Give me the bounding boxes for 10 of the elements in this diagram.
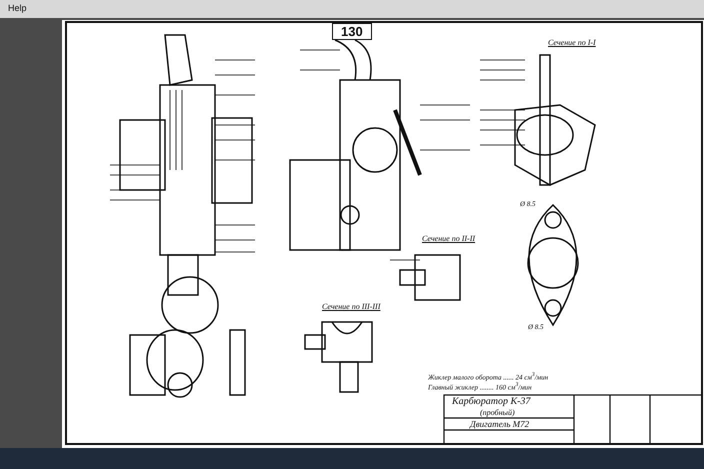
section-title: Сечение по I-I <box>548 38 596 47</box>
menu-item: Help <box>8 3 27 13</box>
section-title: Сечение по III-III <box>322 302 380 311</box>
taskbar <box>0 448 704 469</box>
menu-bar <box>0 0 704 18</box>
title-text: Карбюратор К-37 <box>452 396 530 407</box>
title-text: (пробный) <box>480 408 515 417</box>
page-number: 130 <box>332 23 372 40</box>
title-text: Двигатель М72 <box>470 419 530 429</box>
section-title: Сечение по II-II <box>422 234 476 243</box>
